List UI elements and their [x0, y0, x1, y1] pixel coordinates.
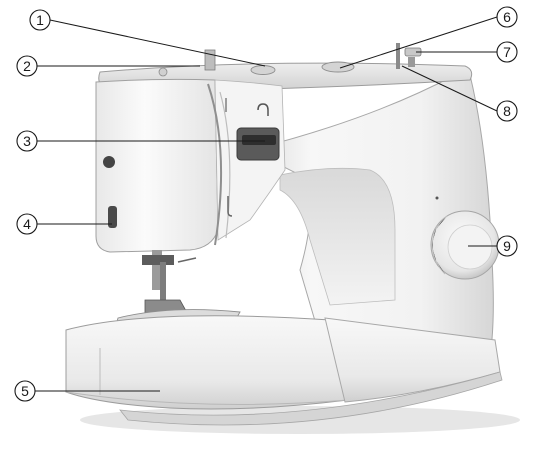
extension-table-edge: [65, 391, 349, 405]
extension-table-icon: [65, 315, 349, 410]
needle-clamp: [142, 255, 174, 265]
leader-1: [49, 19, 266, 67]
callout-3: 3: [16, 130, 38, 152]
callout-1: 1: [29, 9, 51, 31]
callout-5: 5: [14, 380, 36, 402]
tension-dial-icon: [103, 156, 115, 168]
machine-base: [324, 317, 501, 403]
thread-guide-top-left: [250, 65, 276, 75]
callout-markers: 1 2 3 4 5 6 7 8: [14, 6, 518, 402]
svg-text:7: 7: [503, 44, 511, 60]
thread-guide-hook: [227, 196, 233, 217]
take-up-lever: [242, 135, 276, 145]
top-knob-small: [158, 67, 168, 77]
callout-9: 9: [496, 235, 518, 257]
arm-opening: [279, 167, 396, 306]
svg-text:6: 6: [503, 9, 511, 25]
svg-text:8: 8: [503, 103, 511, 119]
machine-head: [95, 78, 219, 253]
callout-2: 2: [16, 55, 38, 77]
handwheel-grip: [431, 215, 448, 275]
thread-guide-slot: [207, 83, 223, 246]
svg-text:9: 9: [503, 238, 511, 254]
thread-cutter: [177, 257, 197, 263]
handwheel-indicator-dot: [435, 196, 439, 200]
machine-illustration: [65, 43, 520, 434]
base-bottom: [119, 371, 503, 426]
svg-text:2: 2: [23, 58, 31, 74]
callout-4: 4: [16, 213, 38, 235]
needle-bar: [152, 250, 162, 290]
svg-text:3: 3: [23, 133, 31, 149]
pretension-guide: [204, 49, 216, 71]
svg-text:4: 4: [23, 216, 31, 232]
handwheel-hub: [447, 224, 493, 270]
presser-bar: [160, 262, 166, 300]
svg-text:5: 5: [21, 383, 29, 399]
thread-hook-icon: [257, 103, 269, 116]
callout-7: 7: [496, 41, 518, 63]
thread-guide-slot-inner: [219, 91, 231, 239]
leader-lines: [35, 16, 498, 392]
leader-6: [339, 16, 498, 69]
reverse-lever-icon: [108, 206, 117, 228]
bobbin-winder-stopper: [408, 57, 415, 67]
svg-text:1: 1: [36, 12, 44, 28]
callout-6: 6: [496, 6, 518, 28]
callout-8: 8: [496, 100, 518, 122]
leader-8: [401, 65, 498, 112]
spool-pin-icon: [396, 43, 400, 69]
top-thread-guide: [321, 61, 355, 73]
